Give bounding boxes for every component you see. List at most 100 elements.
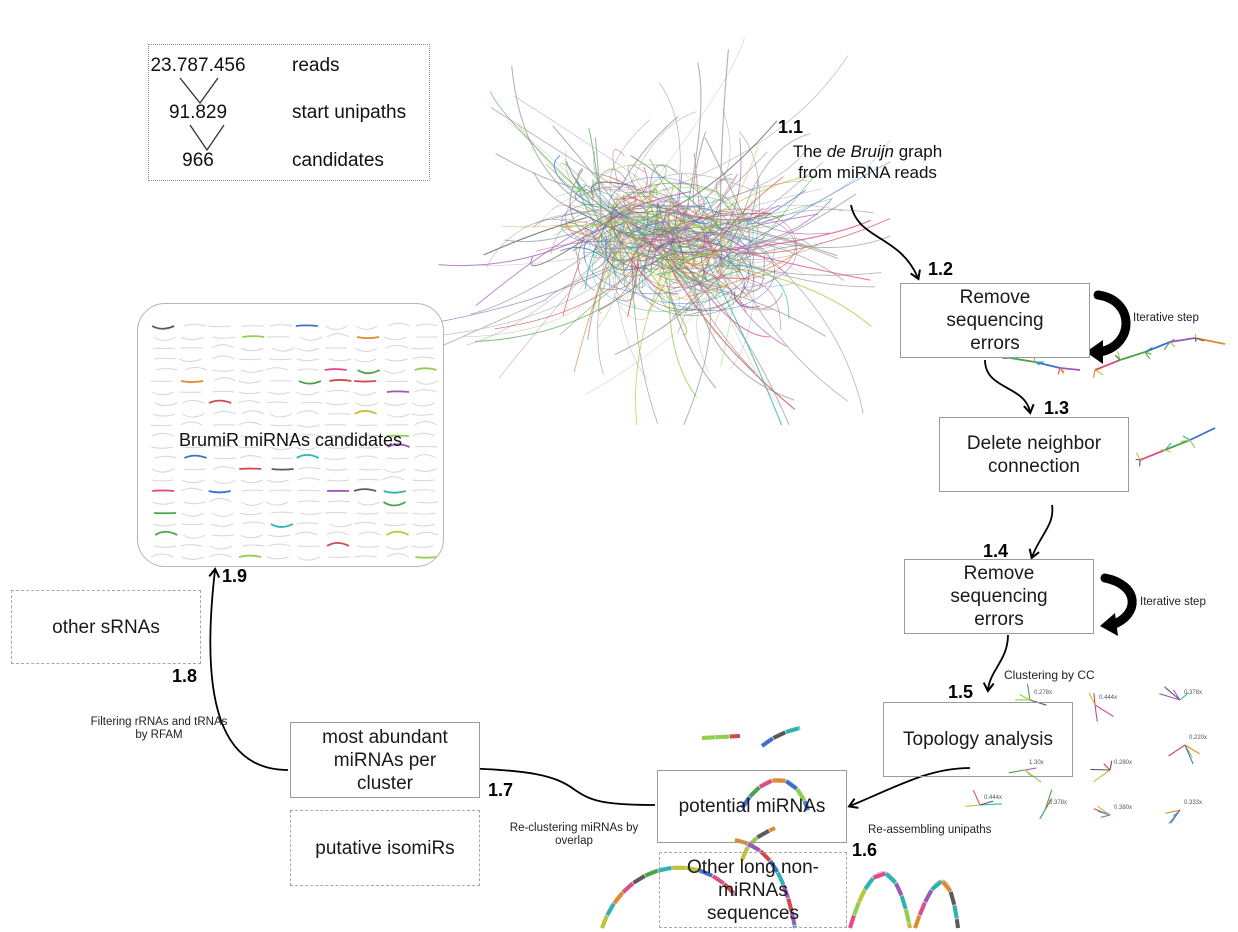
graph-edge [588, 127, 600, 190]
filtering-rfam-label: Filtering rRNAs and tRNAs by RFAM [90, 716, 228, 741]
candidate-strand [294, 531, 318, 536]
graph-edge [668, 232, 698, 398]
step-1-7-number: 1.7 [488, 780, 514, 800]
candidate-strand [354, 380, 377, 383]
arrow-1-1-to-1-2 [850, 204, 921, 281]
candidate-strand [269, 413, 292, 418]
candidate-strand [383, 468, 406, 473]
graph-edge [561, 218, 682, 265]
stats-box [148, 44, 430, 181]
candidate-strand [354, 410, 378, 415]
remove-errors-box-2: Remove sequencing errors [904, 559, 1094, 634]
candidate-strand [179, 358, 202, 362]
candidate-strand [297, 489, 320, 492]
candidate-strand [151, 391, 175, 396]
candidate-strand [240, 369, 264, 373]
candidate-strand [416, 501, 439, 504]
candidate-strand [211, 523, 234, 527]
candidate-strand [183, 534, 206, 539]
remove-errors-box-1: Remove sequencing errors [900, 283, 1090, 358]
candidate-strand [299, 336, 323, 341]
candidate-strand [353, 358, 377, 363]
mirna-strand-3-segment [759, 779, 773, 789]
long-seq-3-segment [863, 877, 875, 891]
graph-edge [677, 199, 716, 222]
subgraph-1-2a-branch [1057, 367, 1061, 375]
candidate-strand [211, 355, 235, 360]
graph-loop [661, 207, 730, 249]
candidate-strand [154, 530, 178, 536]
candidate-strand [209, 435, 232, 438]
candidate-strand [298, 467, 321, 470]
graph-edge [644, 265, 688, 336]
candidate-strand [298, 380, 322, 385]
cc-subgraph [1097, 810, 1111, 816]
graph-loop [587, 163, 702, 233]
other-long-non-mirnas-box: Other long non-miRNAs sequences [659, 852, 847, 928]
subgraph-1-3b-branch [1164, 442, 1172, 451]
long-seq-1-segment [722, 882, 736, 895]
candidate-strand [179, 435, 202, 438]
graph-loop [601, 206, 705, 270]
step-1-9-number: 1.9 [222, 566, 248, 586]
graph-edge [597, 232, 610, 375]
candidate-strand [324, 368, 347, 371]
subgraph-1-2b-branch [1163, 341, 1171, 351]
candidate-strand [414, 367, 437, 371]
candidate-strand [299, 512, 322, 515]
graph-edge [700, 173, 739, 258]
candidate-strand [212, 466, 236, 470]
cc-subgraph [1097, 805, 1111, 816]
mirna-strand-3-segment [785, 779, 798, 791]
graph-edge [594, 232, 623, 311]
potential-mirnas-box: potential miRNAs [657, 770, 847, 843]
graph-loop [591, 226, 733, 312]
candidate-strand [383, 369, 406, 374]
candidate-strand [154, 357, 177, 360]
candidate-strand [269, 489, 292, 492]
connector-panel-to-graph [443, 299, 546, 346]
graph-edge [659, 82, 681, 213]
graph-loop [623, 206, 724, 268]
iterative-arrowhead-1-2 [1086, 340, 1103, 364]
candidate-strand [415, 531, 439, 536]
stat-candidates-value: 966 [182, 150, 214, 171]
candidate-strand [154, 402, 178, 407]
candidate-strand [414, 454, 437, 459]
candidate-strand [382, 501, 406, 507]
graph-edge [514, 95, 704, 225]
graph-edge [733, 291, 760, 308]
stats-v-connectors [179, 77, 225, 152]
cc-subgraph [1172, 689, 1181, 701]
long-seq-2-segment [781, 884, 790, 899]
graph-edge [649, 189, 781, 225]
subgraph-1-2b-branch [1117, 351, 1121, 361]
candidate-strand [358, 531, 381, 536]
candidate-strand [269, 358, 292, 361]
graph-edge [691, 270, 795, 401]
candidate-strand [297, 368, 320, 371]
mirna-strand-1-segment [715, 734, 730, 740]
subgraph-1-2b-branch [1169, 338, 1175, 343]
candidate-strand [180, 487, 204, 492]
candidate-strand [182, 399, 205, 404]
cc-subgraph [1088, 692, 1096, 706]
graph-edge [629, 220, 673, 233]
subgraph-1-2b-branch [1194, 337, 1205, 342]
graph-edge [490, 107, 638, 201]
graph-edge [704, 137, 748, 223]
graph-edge [620, 111, 697, 211]
arrow-1-3-to-1-4 [1028, 504, 1054, 560]
long-seq-4-segment [930, 879, 943, 892]
mirna-strand-4-segment [740, 847, 750, 861]
graph-edge [605, 263, 649, 320]
coverage-label: 0.280x [1114, 760, 1132, 766]
graph-edge [619, 202, 637, 309]
subgraph-1-2b-branch [1169, 341, 1176, 348]
cc-subgraph [1024, 769, 1033, 778]
graph-edge [725, 251, 766, 279]
subgraph-1-2b-branch [1194, 337, 1197, 343]
candidate-strand [329, 358, 352, 362]
long-seq-1-segment [632, 874, 646, 885]
iterative-step-label-1: Iterative step [1133, 312, 1199, 324]
